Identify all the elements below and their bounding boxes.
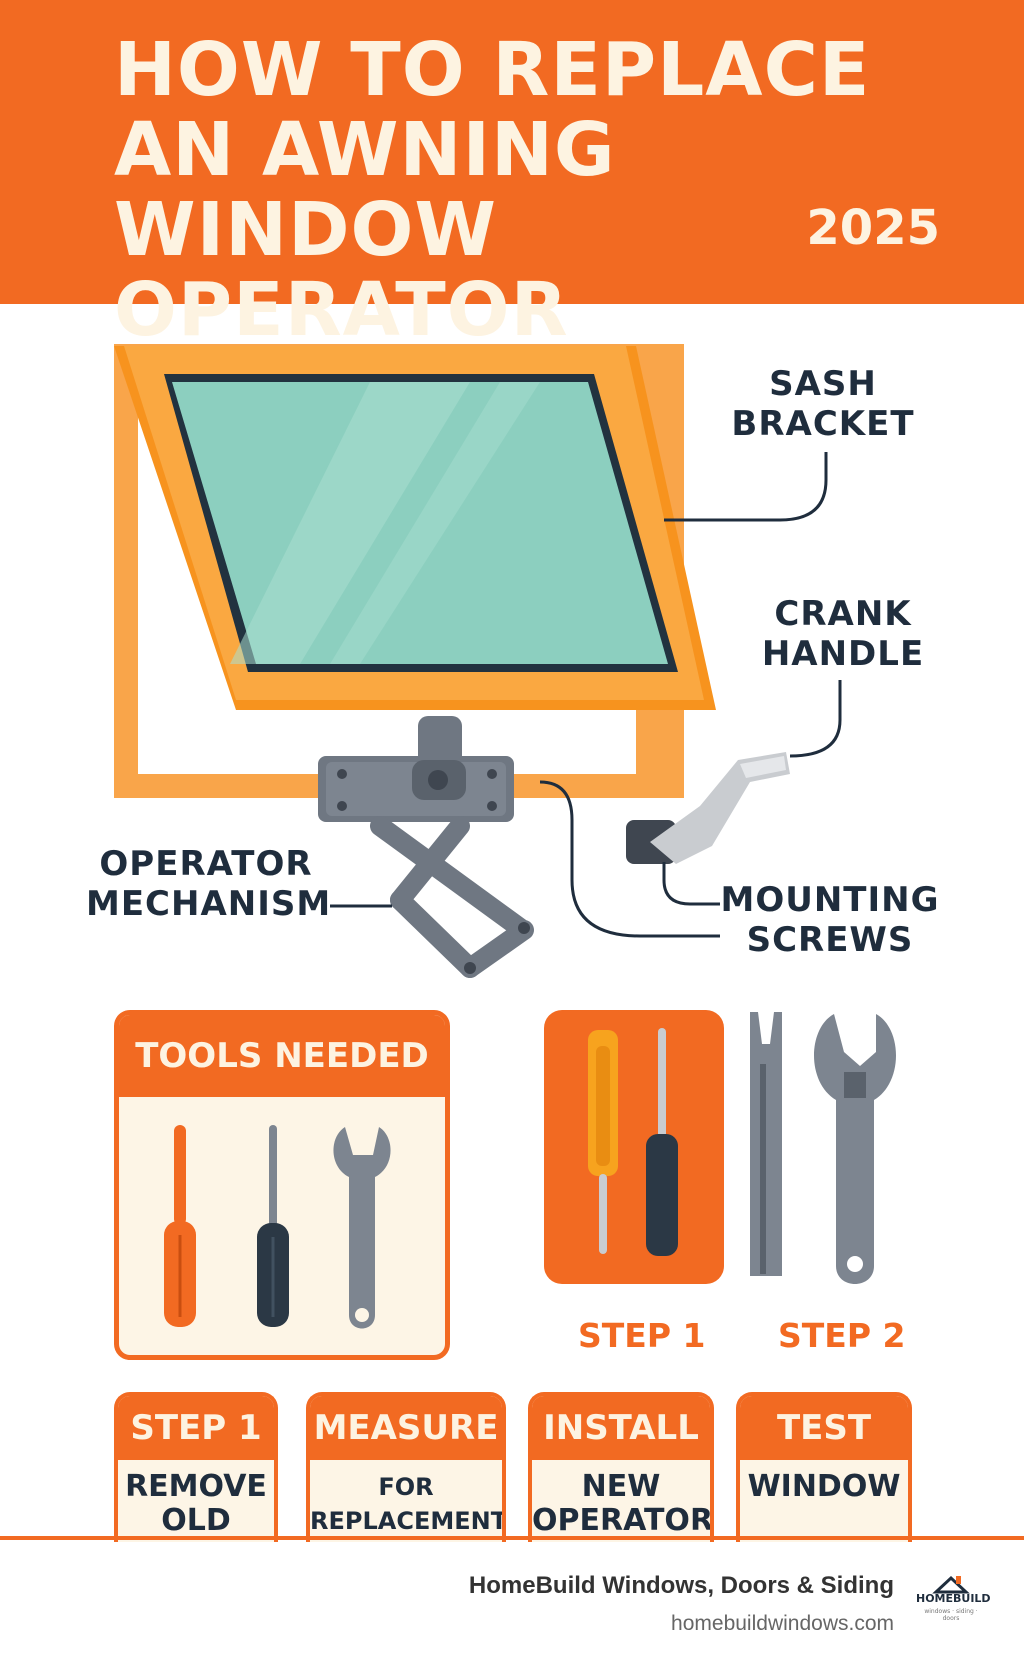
logo-tagline: windows · siding · doors — [924, 1608, 978, 1622]
black-screwdriver-icon — [646, 1028, 678, 1256]
card-test-heading: TEST — [740, 1396, 908, 1460]
callout-crank-handle: CRANK HANDLE — [748, 594, 938, 674]
operator-mechanism-graphic — [318, 716, 534, 978]
wrench-icon — [333, 1127, 391, 1329]
logo-wordmark: HOMEBUILD — [916, 1592, 991, 1605]
house-icon — [932, 1575, 970, 1594]
window-sash — [114, 346, 716, 710]
homebuild-logo: HOMEBUILD windows · siding · doors — [916, 1572, 991, 1632]
card-install-heading: INSTALL — [532, 1396, 710, 1460]
flathead-screwdriver-icon — [164, 1125, 196, 1327]
step2-tools-graphic — [750, 1012, 896, 1284]
card-step1-heading: STEP 1 — [118, 1396, 274, 1460]
awning-window-diagram — [114, 344, 842, 978]
card-step1-body: REMOVE OLD — [125, 1469, 267, 1538]
callout-leader-lines — [330, 452, 842, 938]
tools-needed-heading: TOOLS NEEDED — [119, 1015, 445, 1097]
callout-sash-bracket: SASH BRACKET — [728, 364, 918, 444]
year-label: 2025 — [806, 200, 940, 256]
step1-tools-graphic — [544, 1010, 724, 1284]
slotted-wrench-icon — [750, 1012, 782, 1276]
card-install: INSTALL NEW OPERATOR — [528, 1392, 714, 1542]
card-test-body: WINDOW — [747, 1469, 901, 1504]
step1-tool-label: STEP 1 — [578, 1316, 706, 1355]
footer-divider — [0, 1536, 1024, 1540]
callout-operator-mechanism-label: OPERATOR MECHANISM — [86, 844, 332, 924]
card-measure-heading: MEASURE — [310, 1396, 502, 1460]
header-banner: HOW TO REPLACE AN AWNING WINDOW OPERATOR… — [0, 0, 1024, 350]
step2-tool-label: STEP 2 — [778, 1316, 906, 1355]
card-test: TEST WINDOW — [736, 1392, 912, 1542]
card-measure: MEASURE FOR REPLACEMENT — [306, 1392, 506, 1542]
callout-mounting-screws-label: MOUNTING SCREWS — [720, 880, 940, 960]
phillips-screwdriver-icon — [257, 1125, 289, 1327]
tools-needed-panel: TOOLS NEEDED — [114, 1010, 450, 1360]
card-measure-body: FOR REPLACEMENT — [310, 1473, 506, 1535]
crank-handle-graphic — [626, 752, 790, 864]
callout-mounting-screws: MOUNTING SCREWS — [720, 880, 940, 960]
page-title: HOW TO REPLACE AN AWNING WINDOW OPERATOR — [114, 27, 871, 353]
callout-sash-bracket-label: SASH BRACKET — [731, 364, 915, 444]
card-step1: STEP 1 REMOVE OLD — [114, 1392, 278, 1542]
callout-operator-mechanism: OPERATOR MECHANISM — [86, 844, 330, 924]
footer-company-name: HomeBuild Windows, Doors & Siding — [468, 1572, 894, 1599]
adjustable-wrench-icon — [814, 1014, 896, 1284]
yellow-screwdriver-icon — [588, 1030, 618, 1254]
card-install-body: NEW OPERATOR — [532, 1469, 714, 1538]
callout-crank-handle-label: CRANK HANDLE — [761, 594, 925, 674]
footer-website-url[interactable]: homebuildwindows.com — [671, 1612, 894, 1635]
tools-needed-icons — [164, 1125, 391, 1329]
